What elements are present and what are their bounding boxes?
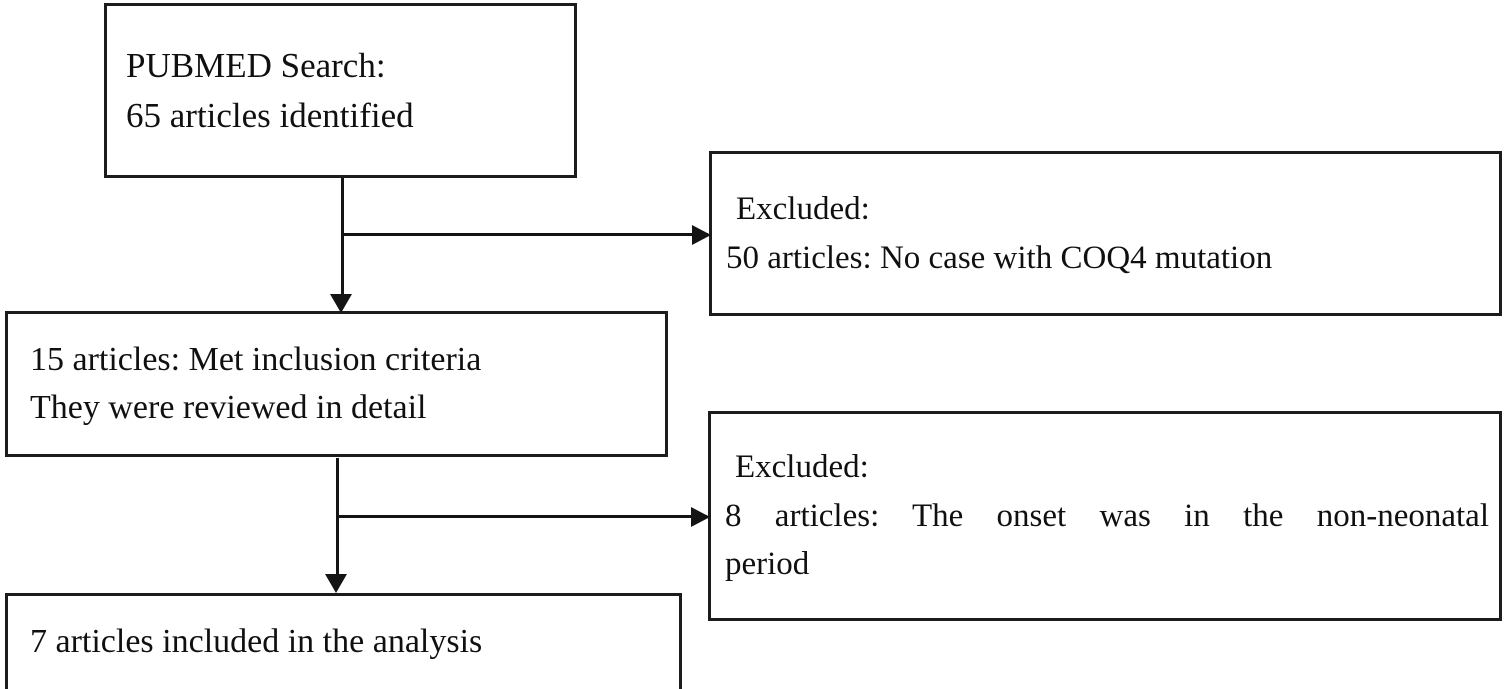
pubmed-search-box: PUBMED Search: 65 articles identified — [104, 3, 577, 178]
included-to-excluded-arrowhead-icon — [691, 507, 710, 527]
excluded-no-mutation-detail: 50 articles: No case with COQ4 mutation — [726, 239, 1273, 276]
included-to-excluded-branch — [336, 515, 707, 518]
final-included-box: 7 articles included in the analysis — [5, 593, 682, 689]
pubmed-to-included-stem — [341, 178, 344, 296]
excluded-non-neonatal-detail: 8 articles: The onset was in the non-neo… — [725, 497, 1489, 534]
met-inclusion-criteria-detail: They were reviewed in detail — [30, 388, 427, 426]
excluded-non-neonatal-detail-cont: period — [725, 546, 810, 583]
pubmed-to-excluded-arrowhead-icon — [692, 225, 711, 245]
pubmed-articles-identified: 65 articles identified — [126, 95, 414, 135]
pubmed-to-included-arrowhead-icon — [330, 294, 352, 313]
met-inclusion-criteria-box: 15 articles: Met inclusion criteria They… — [5, 311, 668, 457]
excluded-non-neonatal-heading: Excluded: — [735, 448, 869, 485]
included-to-final-arrowhead-icon — [325, 574, 347, 593]
met-inclusion-criteria-count: 15 articles: Met inclusion criteria — [30, 341, 482, 379]
excluded-non-neonatal-box: Excluded: 8 articles: The onset was in t… — [708, 411, 1502, 621]
final-included-label: 7 articles included in the analysis — [30, 623, 483, 661]
excluded-no-mutation-heading: Excluded: — [736, 190, 870, 227]
pubmed-search-label: PUBMED Search: — [126, 46, 386, 85]
pubmed-to-excluded-branch — [341, 233, 708, 236]
excluded-no-mutation-box: Excluded: 50 articles: No case with COQ4… — [709, 151, 1502, 316]
